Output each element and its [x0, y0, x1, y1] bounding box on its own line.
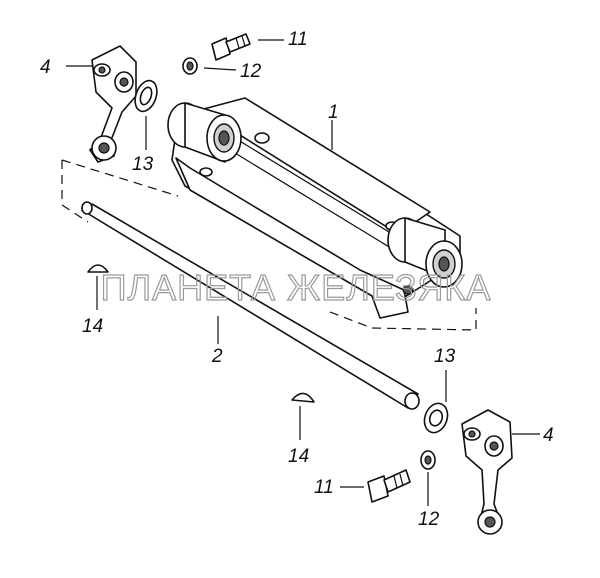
- callout-part-12-top: 12: [240, 61, 262, 82]
- lock-washer-part-12-top: [182, 57, 198, 75]
- callout-part-12-bottom: 12: [418, 509, 440, 530]
- key-part-14-left: [87, 264, 109, 310]
- lock-washer-part-12-bottom: [420, 450, 436, 470]
- lever-part-4-bottom: [461, 409, 513, 535]
- callout-part-2: 2: [211, 346, 223, 367]
- leader-lines: [66, 39, 540, 506]
- assembly-bracket-lines: [61, 159, 477, 331]
- callout-part-14-left: 14: [82, 316, 103, 337]
- washer-part-13-top: [134, 79, 158, 113]
- callout-part-13-top: 13: [132, 154, 154, 175]
- watermark: ПЛАНЕТА ЖЕЛЕЗЯКА: [101, 267, 492, 308]
- bolt-part-11-top: [211, 33, 251, 61]
- callout-part-11-top: 11: [288, 29, 308, 50]
- shaft-part-2: [81, 201, 420, 410]
- callout-part-14-right: 14: [288, 446, 309, 467]
- bolt-part-11-bottom: [367, 469, 411, 503]
- key-part-14-right: [291, 392, 315, 440]
- washer-part-13-bottom: [423, 402, 449, 434]
- callout-part-11-bottom: 11: [314, 477, 334, 498]
- housing-bracket-part-1: [167, 97, 463, 319]
- callout-part-4-top: 4: [40, 57, 51, 78]
- callout-part-13-bottom: 13: [434, 346, 456, 367]
- callout-part-1: 1: [328, 102, 339, 123]
- lever-part-4-top: [89, 45, 137, 163]
- callout-part-4-bottom: 4: [543, 425, 554, 446]
